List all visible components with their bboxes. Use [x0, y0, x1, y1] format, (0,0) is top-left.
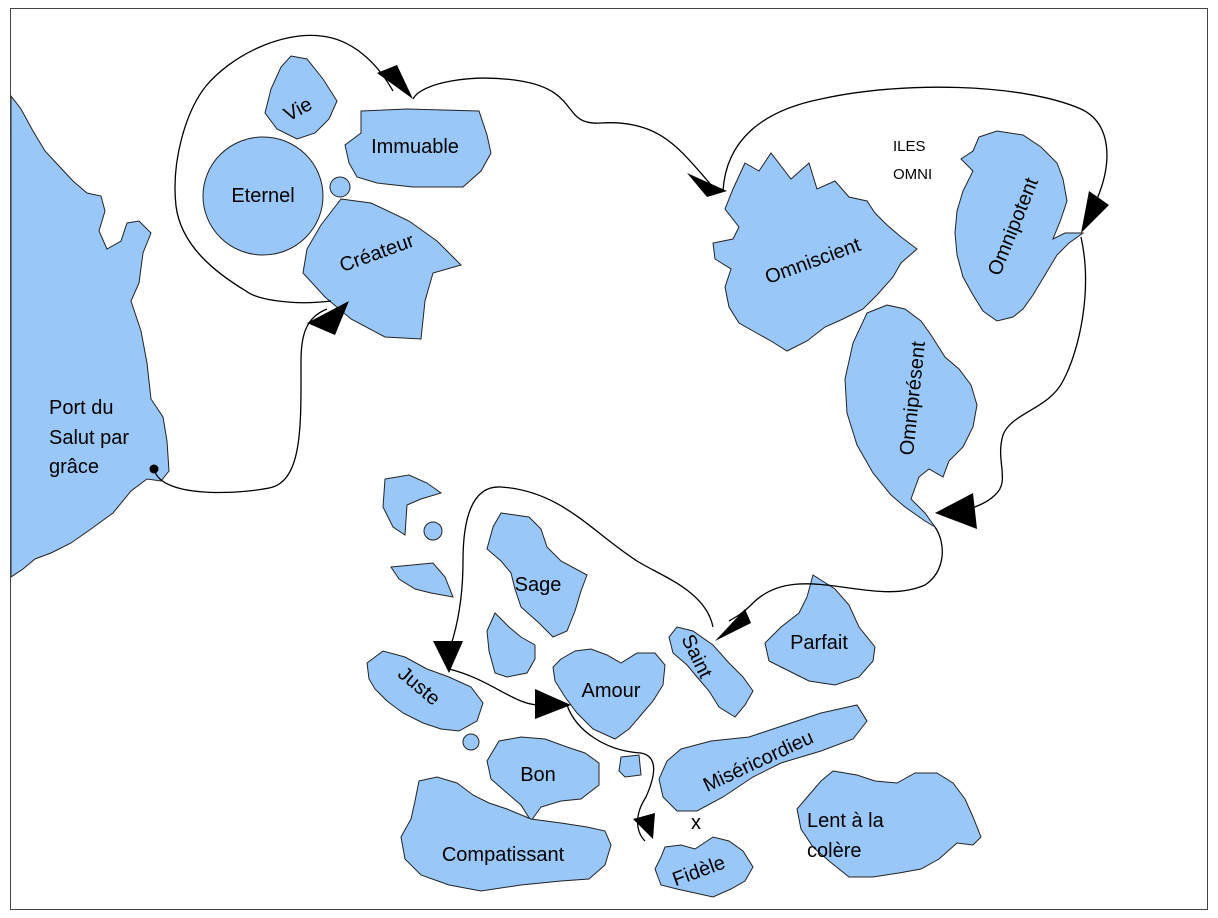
label-immuable: Immuable [371, 136, 459, 158]
island-fidele [654, 836, 754, 898]
island-parfait [764, 574, 876, 686]
label-amour: Amour [582, 680, 641, 702]
island-omniscient [712, 152, 918, 352]
route-around-top-left [174, 34, 394, 304]
arrow-to-immuable [377, 65, 413, 99]
label-lent-line-1: Lent à la [807, 810, 885, 832]
island-misericordieux [658, 704, 868, 812]
island-sage [486, 512, 588, 638]
route-saint-to-juste [448, 486, 714, 652]
islet-small-eternel [329, 176, 351, 198]
island-vie [264, 55, 338, 140]
label-bon: Bon [520, 764, 556, 786]
islet-sage-south [486, 612, 536, 678]
route-port-to-createur [153, 308, 328, 494]
treasure-map: Port du Salut par grâce ILES OMNI Vie Im… [10, 8, 1208, 910]
island-omnipotent [954, 130, 1085, 322]
port-label-line-3: grâce [49, 456, 99, 478]
label-lent-line-2: colère [807, 840, 861, 862]
islet-bon-east [618, 754, 642, 778]
route-immuable-to-omniscient [412, 77, 714, 188]
omni-group-label-line-1: ILES [893, 138, 926, 155]
island-juste [366, 650, 484, 732]
island-omnipresent [844, 304, 978, 528]
island-bon [486, 736, 600, 822]
port-label-line-2: Salut par [49, 427, 129, 449]
route-around-omni [722, 86, 1108, 200]
islet-round-1 [423, 521, 443, 541]
mainland-port [11, 95, 170, 578]
label-parfait: Parfait [790, 632, 848, 654]
island-saint [668, 626, 754, 718]
island-lent-a-la-colere [796, 770, 982, 878]
arrow-to-amour [535, 689, 571, 719]
route-omnipotent-to-omnipresent [960, 236, 1087, 512]
port-label-line-1: Port du [49, 397, 113, 419]
islet-round-2 [462, 733, 480, 751]
arrow-to-fidele [633, 813, 655, 839]
label-sage: Sage [515, 574, 562, 596]
island-eternel [202, 136, 324, 256]
islet-top-1 [382, 474, 443, 536]
arrow-to-saint [715, 609, 751, 641]
label-compatissant: Compatissant [442, 844, 565, 866]
arrow-to-omnipresent [935, 493, 977, 529]
island-compatissant [400, 776, 612, 892]
island-createur [302, 198, 462, 340]
arrow-to-juste [433, 641, 463, 673]
islet-top-2 [390, 562, 454, 598]
omni-group-label-line-2: OMNI [893, 166, 932, 183]
island-amour [552, 648, 666, 740]
treasure-x-marker: x [691, 812, 701, 834]
arrow-to-createur [307, 301, 349, 335]
arrow-to-omniscient [687, 173, 727, 197]
arrow-to-omnipotent [1081, 191, 1109, 233]
island-immuable [344, 108, 492, 188]
label-eternel: Eternel [231, 185, 294, 207]
